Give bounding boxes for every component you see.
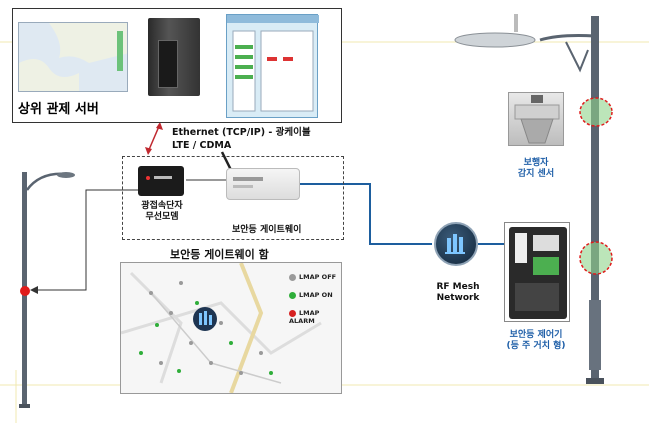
link-label: Ethernet (TCP/IP) - 광케이블 LTE / CDMA bbox=[172, 126, 311, 152]
controller-label-line1: 보안등 제어기 bbox=[509, 330, 563, 340]
link-label-line2: LTE / CDMA bbox=[172, 140, 232, 151]
legend-off-label: LMAP OFF bbox=[299, 273, 337, 281]
pole-arrow-head bbox=[30, 286, 38, 294]
controller-device bbox=[504, 222, 570, 322]
controller-label-line2: (등 주 거치 형) bbox=[506, 341, 566, 351]
left-pole-base bbox=[19, 404, 30, 408]
link-label-line1: Ethernet (TCP/IP) - 광케이블 bbox=[172, 127, 311, 138]
server-app-window bbox=[226, 14, 319, 118]
sensor-label: 보행자 감지 센서 bbox=[506, 158, 566, 180]
modem-label-line2: 무선모뎀 bbox=[145, 212, 179, 222]
modem-device bbox=[138, 166, 184, 196]
rf-label-line1: RF Mesh bbox=[436, 282, 480, 292]
legend-off-icon bbox=[289, 273, 296, 281]
right-pole bbox=[591, 16, 599, 382]
app-window-graphic bbox=[227, 15, 319, 112]
map-color-scale bbox=[117, 31, 123, 71]
left-pole-red-marker bbox=[20, 286, 30, 296]
lamp-antenna bbox=[514, 14, 518, 32]
rf-bars-graphic bbox=[445, 234, 465, 254]
gateway-rf-link bbox=[298, 183, 432, 245]
legend-on-icon bbox=[289, 291, 296, 299]
rf-label-line2: Network bbox=[436, 293, 480, 303]
right-pole-lower bbox=[589, 300, 601, 370]
gateway-enclosure bbox=[122, 156, 344, 240]
sensor-graphic bbox=[514, 95, 560, 144]
gateway-map-title: 보안등 게이트웨이 함 bbox=[170, 248, 269, 261]
gateway-graphic bbox=[233, 177, 263, 188]
legend-off: LMAP OFF bbox=[289, 273, 341, 281]
gateway-map-legend: LMAP OFF LMAP ON LMAP ALARM bbox=[289, 273, 341, 325]
legend-on: LMAP ON bbox=[289, 291, 341, 299]
legend-alarm-label: LMAP ALARM bbox=[289, 309, 320, 325]
modem-label-line1: 광접속단자 bbox=[141, 201, 183, 211]
gateway-label: 보안등 게이트웨이 bbox=[232, 225, 302, 235]
right-pole-brace bbox=[565, 41, 589, 73]
modem-label: 광접속단자 무선모뎀 bbox=[132, 201, 192, 223]
sensor-label-line1: 보행자 bbox=[523, 158, 549, 168]
sensor-mount-highlight bbox=[579, 97, 613, 127]
rf-mesh-icon bbox=[434, 222, 478, 266]
server-modem-link bbox=[147, 123, 161, 153]
modem-graphic bbox=[146, 176, 172, 180]
server-map-screenshot bbox=[18, 22, 128, 92]
left-lamp-head bbox=[57, 172, 75, 178]
legend-alarm-icon bbox=[289, 309, 296, 317]
controller-label: 보안등 제어기 (등 주 거치 형) bbox=[498, 330, 574, 352]
gateway-map: LMAP OFF LMAP ON LMAP ALARM bbox=[120, 262, 342, 394]
controller-mount-highlight bbox=[579, 241, 613, 275]
gateway-map-graphic bbox=[121, 263, 322, 393]
legend-alarm: LMAP ALARM bbox=[289, 309, 341, 325]
arrow-head-up bbox=[156, 122, 163, 130]
server-map-graphic bbox=[19, 23, 127, 91]
legend-on-label: LMAP ON bbox=[299, 291, 333, 299]
arrow-head-down bbox=[145, 147, 152, 155]
right-pole-arm bbox=[539, 34, 596, 42]
right-lamp-head bbox=[454, 32, 536, 48]
server-drive-bay bbox=[158, 40, 178, 88]
sensor-label-line2: 감지 센서 bbox=[517, 169, 555, 179]
modem-pole-link bbox=[34, 189, 138, 291]
gateway-device bbox=[226, 168, 300, 200]
controller-graphic bbox=[509, 227, 567, 319]
server-label: 상위 관제 서버 bbox=[18, 102, 99, 117]
rf-label: RF Mesh Network bbox=[436, 282, 480, 304]
pedestrian-sensor-device bbox=[508, 92, 564, 146]
right-pole-base bbox=[586, 378, 604, 384]
